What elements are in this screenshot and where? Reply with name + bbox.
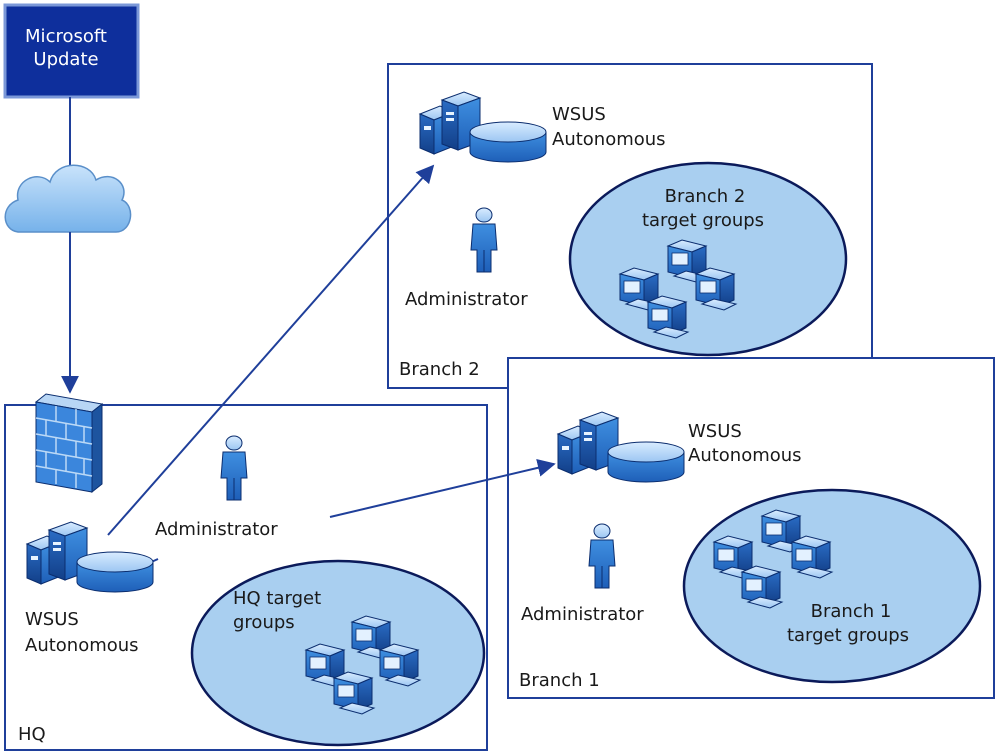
microsoft-update-box	[3, 3, 140, 99]
pc-icon	[741, 565, 783, 609]
branch2-admin-label: Administrator	[405, 289, 528, 310]
microsoft-update-label-line2: Update	[33, 49, 98, 70]
connector-hq-to-branch1	[329, 458, 556, 518]
branch2-server-label-line1: WSUS	[552, 104, 606, 125]
internet-cloud-icon	[4, 164, 132, 233]
branch1-admin-label: Administrator	[521, 604, 644, 625]
branch1-groups-label-line1: Branch 1	[811, 601, 892, 622]
branch2-server-label-line2: Autonomous	[552, 129, 666, 150]
hq-server-label-line1: WSUS	[25, 609, 79, 630]
microsoft-update-label-line1: Microsoft	[25, 26, 107, 47]
branch1-groups-label-line2: target groups	[787, 625, 909, 646]
hq-groups-label-line1: HQ target	[233, 588, 321, 609]
firewall-icon	[34, 393, 104, 494]
pc-icon	[695, 267, 737, 311]
branch1-server-label-line1: WSUS	[688, 421, 742, 442]
hq-server-label-line2: Autonomous	[25, 635, 139, 656]
branch2-groups-label-line1: Branch 2	[665, 186, 746, 207]
branch1-target-groups-ellipse	[682, 488, 982, 684]
branch1-site-label: Branch 1	[519, 670, 600, 691]
hq-site-label: HQ	[18, 724, 46, 745]
hq-admin-label: Administrator	[155, 519, 278, 540]
hq-groups-label-line2: groups	[233, 612, 295, 633]
pc-icon	[333, 671, 375, 715]
pc-icon	[379, 643, 421, 687]
branch2-groups-label-line2: target groups	[642, 210, 764, 231]
pc-icon	[791, 535, 833, 579]
pc-icon	[647, 295, 689, 339]
branch1-server-label-line2: Autonomous	[688, 445, 802, 466]
connector-hq-to-branch2	[107, 164, 435, 536]
branch2-site-label: Branch 2	[399, 359, 480, 380]
